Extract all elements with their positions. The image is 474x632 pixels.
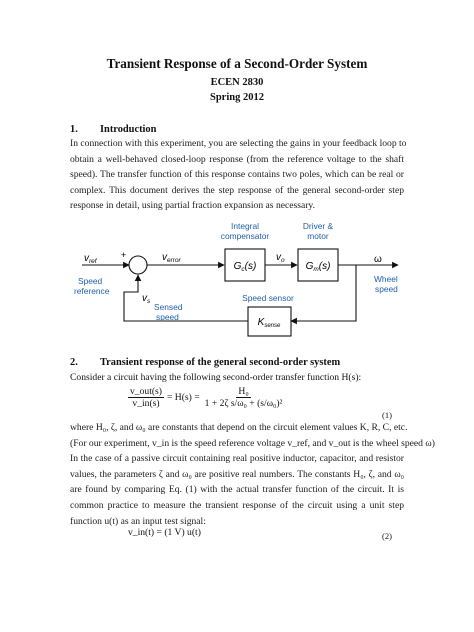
eq1-left-denominator: v_in(s) <box>132 398 160 409</box>
paragraph-line: In the case of a passive circuit contain… <box>70 453 404 465</box>
paragraph-line: common practice to measure the transient… <box>70 499 404 511</box>
speed-reference-label-2: reference <box>74 286 110 296</box>
paragraph-line: function u(t) as an input test signal: <box>70 515 206 527</box>
paragraph-line: values, the parameters ζ and ω₀ are posi… <box>70 468 404 480</box>
plus-sign: + <box>121 250 126 260</box>
equation-2-number: (2) <box>382 531 392 541</box>
eq1-right-numerator: H₀ <box>236 386 251 398</box>
feedback-line <box>290 265 357 325</box>
section-2-heading: 2. Transient response of the general seco… <box>70 357 340 368</box>
section-1-heading: 1. Introduction <box>70 124 156 135</box>
paragraph-line: In connection with this experiment, you … <box>70 138 407 149</box>
equation-2: v_in(t) = (1 V) u(t) <box>128 527 201 538</box>
eq1-middle: = H(s) = <box>166 392 200 403</box>
paragraph-line: speed). The transfer function of this re… <box>70 169 404 181</box>
vo-label: vo <box>276 252 285 264</box>
section-1-number: 1. <box>70 124 78 135</box>
speed-reference-label: Speed <box>78 276 103 286</box>
section-2-number: 2. <box>70 357 78 368</box>
paragraph-line: complex. This document derives the step … <box>70 184 404 196</box>
equation-1: v_out(s) v_in(s) = H(s) = H₀ 1 + 2ζ s/ω₀… <box>128 386 284 409</box>
block-diagram: Integral compensator Driver & motor vref… <box>74 221 399 337</box>
compensator-label: compensator <box>221 231 270 241</box>
paragraph-line: are found by comparing Eq. (1) with the … <box>70 484 404 496</box>
minus-sign: − <box>136 275 141 285</box>
sensed-speed-label: Sensed <box>154 302 183 312</box>
wheel-speed-label: Wheel <box>374 274 398 284</box>
omega-label: ω <box>374 254 382 265</box>
term: Spring 2012 <box>210 92 264 103</box>
ksense-label: Ksense <box>258 317 281 329</box>
paragraph-line: response in detail, using partial fracti… <box>70 200 316 212</box>
gm-label: Gm(s) <box>306 261 331 273</box>
wheel-speed-label-2: speed <box>375 284 398 294</box>
summing-junction <box>128 255 148 275</box>
eq1-right-denominator: 1 + 2ζ s/ω₀ + (s/ω₀)² <box>204 398 283 409</box>
section-2-paragraph: where H₀, ζ, and ω₀ are constants that d… <box>70 420 435 529</box>
compensator-block <box>224 248 266 282</box>
course-number: ECEN 2830 <box>210 77 264 88</box>
eq1-right-fraction: H₀ 1 + 2ζ s/ω₀ + (s/ω₀)² <box>203 386 285 409</box>
paragraph-line: (For our experiment, v_in is the speed r… <box>70 437 435 449</box>
verror-label: verror <box>162 252 182 264</box>
driver-label: Driver & <box>303 221 334 231</box>
sensed-speed-label-2: speed <box>156 312 179 322</box>
section-1-paragraph: In connection with this experiment, you … <box>70 136 407 214</box>
paragraph-line: obtain a well-behaved closed-loop respon… <box>70 153 404 165</box>
section-2-intro: Consider a circuit having the following … <box>70 372 362 383</box>
section-1-title: Introduction <box>100 124 157 135</box>
eq1-left-fraction: v_out(s) v_in(s) <box>128 386 164 409</box>
paragraph-line: where H₀, ζ, and ω₀ are constants that d… <box>70 422 408 433</box>
sensor-block <box>247 306 292 337</box>
feedback-return-line <box>123 274 248 322</box>
equation-1-number: (1) <box>382 410 392 420</box>
document-title: Transient Response of a Second-Order Sys… <box>106 56 368 71</box>
motor-label: motor <box>307 231 329 241</box>
integral-label: Integral <box>231 221 259 231</box>
eq1-left-numerator: v_out(s) <box>128 386 164 398</box>
speed-sensor-label: Speed sensor <box>242 293 294 303</box>
vref-label: vref <box>84 253 98 265</box>
gc-label: Gc(s) <box>234 261 257 273</box>
section-2-title: Transient response of the general second… <box>100 357 341 368</box>
vs-label: vs <box>142 293 151 305</box>
